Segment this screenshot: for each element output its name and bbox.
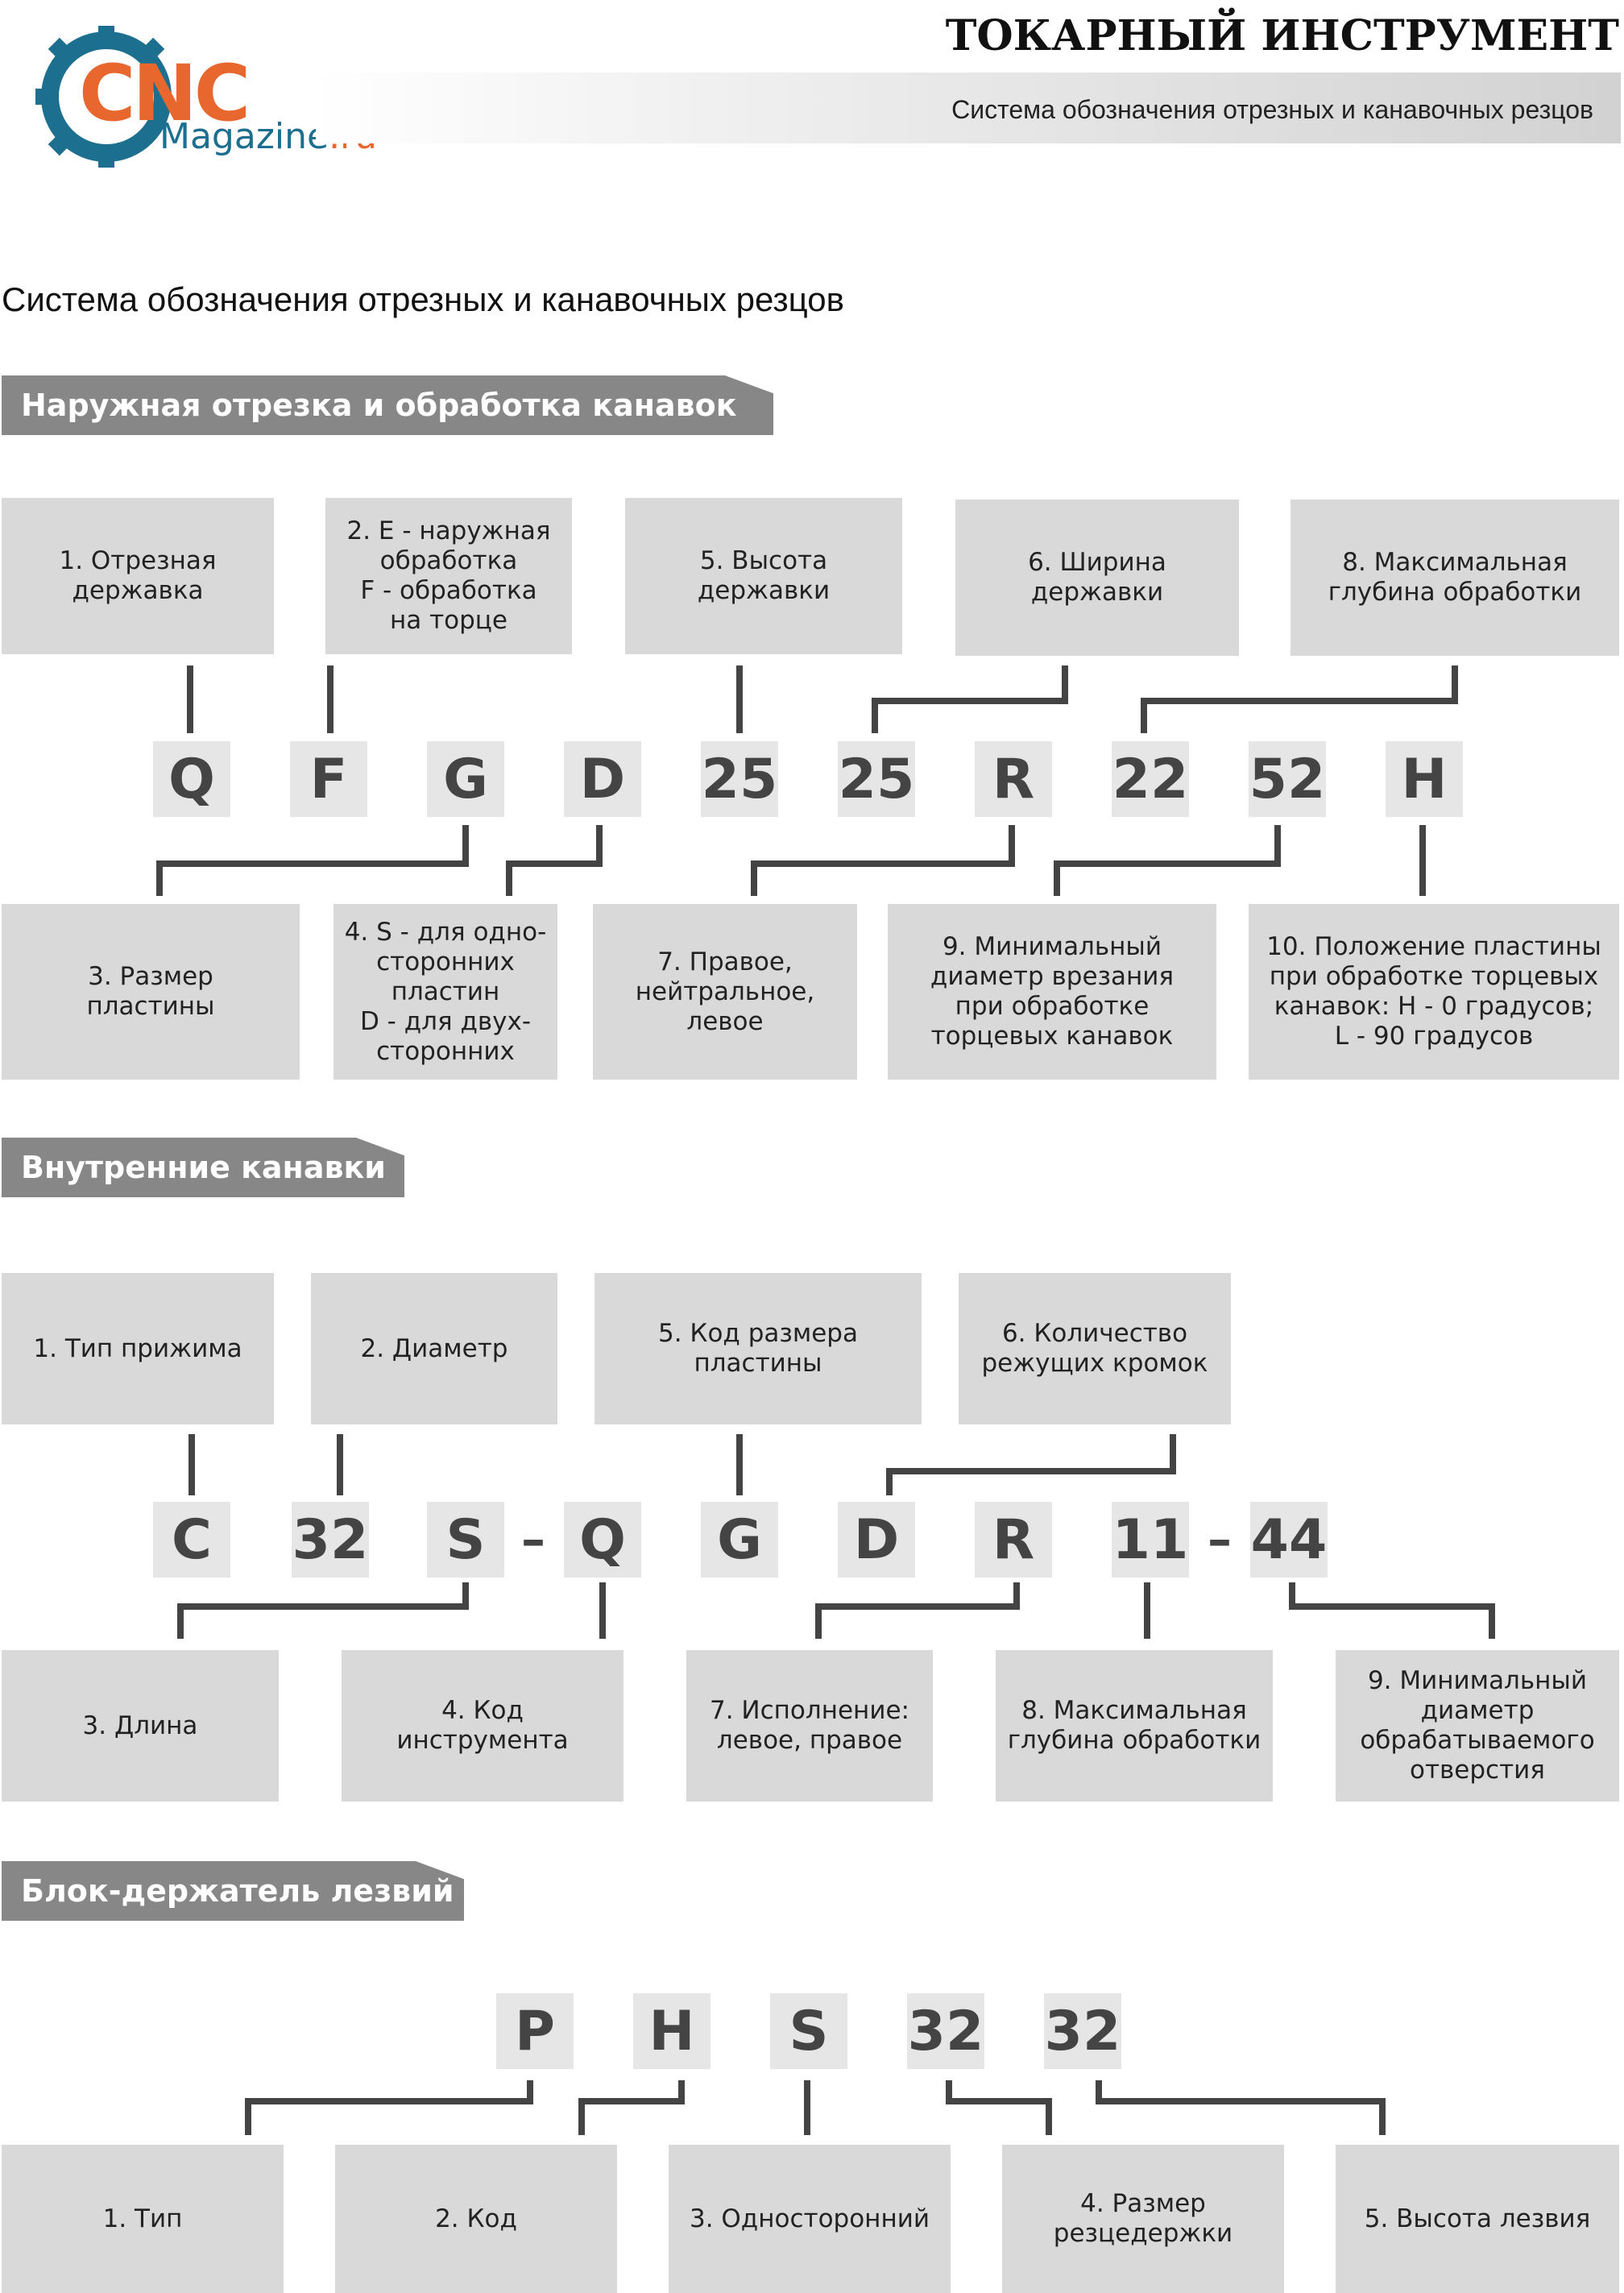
code-int-D: D — [838, 1502, 915, 1578]
label-box-int-2: 2. Диаметр — [311, 1273, 557, 1424]
label-box-int-8: 8. Максимальная глубина обработки — [996, 1650, 1273, 1802]
code-int-G: G — [701, 1502, 778, 1578]
label-box-int-9: 9. Минимальный диаметр обрабатываемого о… — [1336, 1650, 1619, 1802]
code-blade-S: S — [770, 1993, 847, 2069]
header-subtitle: Система обозначения отрезных и канавочны… — [951, 95, 1593, 124]
code-ext-25b: 25 — [838, 741, 915, 817]
code-int-C: C — [153, 1502, 230, 1578]
code-ext-D: D — [564, 741, 641, 817]
label-box-ext-7: 7. Правое, нейтральное, левое — [593, 904, 857, 1080]
header-title: ТОКАРНЫЙ ИНСТРУМЕНТ — [945, 11, 1619, 60]
label-box-blade-3: 3. Односторонний — [669, 2145, 951, 2293]
label-box-int-6: 6. Количество режущих кромок — [959, 1273, 1231, 1424]
page-heading: Система обозначения отрезных и канавочны… — [2, 280, 844, 318]
label-box-ext-6: 6. Ширина державки — [955, 500, 1239, 656]
code-ext-Q: Q — [153, 741, 230, 817]
code-ext-H: H — [1386, 741, 1463, 817]
section-tab-external: Наружная отрезка и обработка канавок — [2, 375, 773, 435]
label-box-ext-10: 10. Положение пластины при обработке тор… — [1249, 904, 1619, 1080]
label-box-int-3: 3. Длина — [2, 1650, 279, 1802]
label-box-int-5: 5. Код размера пластины — [594, 1273, 922, 1424]
label-box-ext-1: 1. Отрезная державка — [2, 498, 274, 654]
code-ext-22: 22 — [1112, 741, 1189, 817]
label-box-int-1: 1. Тип прижима — [2, 1273, 274, 1424]
code-int-Q: Q — [564, 1502, 641, 1578]
code-ext-G: G — [427, 741, 504, 817]
code-int-S: S — [427, 1502, 504, 1578]
label-box-int-4: 4. Код инструмента — [342, 1650, 624, 1802]
logo-magazine-word: Magazine — [160, 116, 329, 157]
label-box-ext-8: 8. Максимальная глубина обработки — [1290, 500, 1619, 656]
code-ext-F: F — [290, 741, 367, 817]
code-blade-H: H — [633, 1993, 710, 2069]
label-box-ext-4: 4. S - для одно- сторонних пластин D - д… — [334, 904, 557, 1080]
code-int-separator-2: – — [1208, 1511, 1232, 1568]
code-ext-52: 52 — [1249, 741, 1326, 817]
code-ext-25a: 25 — [701, 741, 778, 817]
label-box-blade-1: 1. Тип — [2, 2145, 284, 2293]
code-blade-32a: 32 — [907, 1993, 984, 2069]
code-int-11: 11 — [1112, 1502, 1189, 1578]
logo-cnc-text: CNC — [79, 48, 251, 139]
section-tab-internal: Внутренние канавки — [2, 1138, 404, 1197]
label-box-blade-2: 2. Код — [335, 2145, 617, 2293]
code-int-32: 32 — [292, 1502, 369, 1578]
code-blade-P: P — [496, 1993, 574, 2069]
code-int-separator-1: – — [521, 1511, 545, 1568]
code-blade-32b: 32 — [1044, 1993, 1121, 2069]
code-int-R: R — [975, 1502, 1052, 1578]
label-box-ext-3: 3. Размер пластины — [2, 904, 300, 1080]
header-band — [316, 73, 1621, 143]
label-box-blade-4: 4. Размер резцедержки — [1002, 2145, 1284, 2293]
gear-icon — [35, 26, 172, 168]
code-int-44: 44 — [1250, 1502, 1328, 1578]
label-box-ext-9: 9. Минимальный диаметр врезания при обра… — [888, 904, 1216, 1080]
label-box-int-7: 7. Исполнение: левое, правое — [686, 1650, 933, 1802]
label-box-ext-2: 2. E - наружная обработка F - обработка … — [325, 498, 572, 654]
code-ext-R: R — [975, 741, 1052, 817]
label-box-ext-5: 5. Высота державки — [625, 498, 902, 654]
label-box-blade-5: 5. Высота лезвия — [1336, 2145, 1619, 2293]
section-tab-blade-holder: Блок-держатель лезвий — [2, 1861, 464, 1921]
